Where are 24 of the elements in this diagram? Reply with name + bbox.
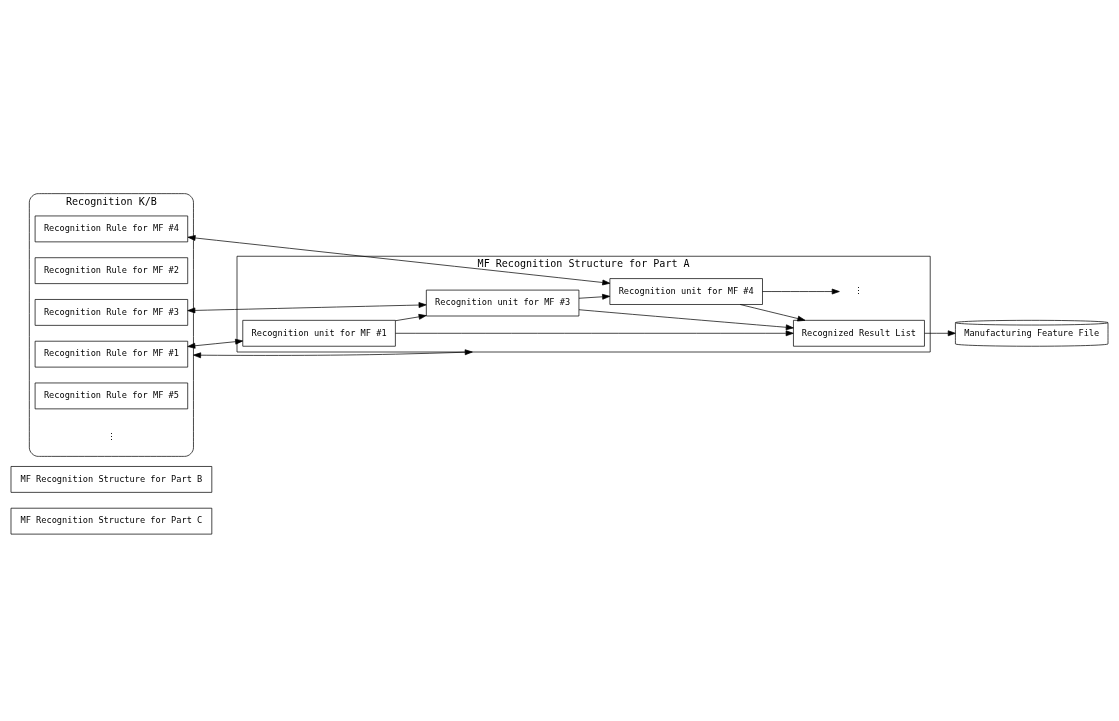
arrow bbox=[924, 329, 956, 336]
arrow bbox=[395, 329, 794, 336]
arrow bbox=[739, 303, 806, 321]
node-box: Recognition Rule for MF #1 bbox=[34, 340, 189, 367]
node-box: Recognition unit for MF #3 bbox=[425, 289, 580, 316]
node-box: Recognized Result List bbox=[793, 319, 925, 347]
node-box: MF Recognition Structure for Part C bbox=[10, 507, 213, 534]
node-box: Recognition unit for MF #1 bbox=[242, 319, 396, 347]
node-box: Recognition Rule for MF #3 bbox=[34, 298, 189, 326]
node-box: Recognition Rule for MF #2 bbox=[34, 256, 189, 284]
arrow bbox=[187, 234, 611, 285]
node-text: ⋮ bbox=[854, 285, 864, 296]
node-text: ⋮ bbox=[106, 431, 116, 442]
node-box: Recognition Rule for MF #4 bbox=[34, 215, 189, 242]
arrow bbox=[193, 348, 473, 358]
node-box: MF Recognition Structure for Part B bbox=[10, 465, 213, 493]
node-box: Recognition unit for MF #4 bbox=[609, 277, 763, 305]
node-box: Recognition Rule for MF #5 bbox=[34, 382, 189, 409]
arrow bbox=[187, 338, 244, 349]
arrow bbox=[578, 308, 794, 330]
arrow bbox=[578, 293, 611, 300]
arrow bbox=[395, 313, 427, 321]
arrow bbox=[762, 288, 840, 294]
arrow bbox=[187, 301, 427, 313]
